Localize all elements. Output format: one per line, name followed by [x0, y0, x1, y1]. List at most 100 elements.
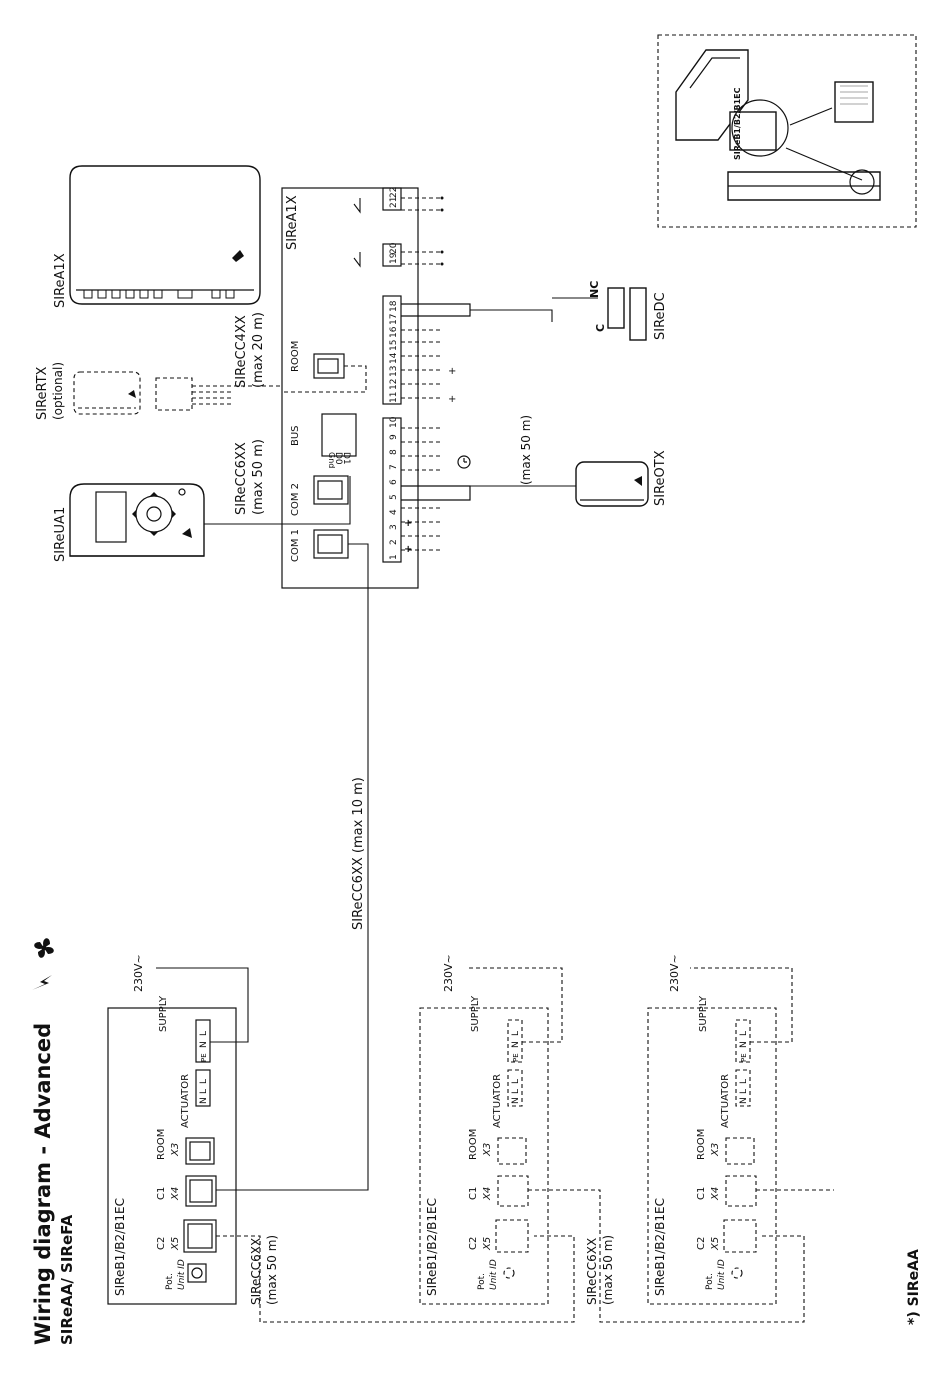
unit-2-cc6-name: SIReCC6XX [585, 1238, 599, 1305]
unit-2-pin-N: N [511, 1041, 521, 1048]
main-cable-label: SIReCC6XX (max 10 m) [351, 777, 366, 930]
bus-port-label: BUS [290, 425, 301, 446]
unit-3-c1: C1 [696, 1187, 707, 1200]
unit-2-pot: Pot. [477, 1273, 487, 1290]
unit-1-unitid: Unit ID [177, 1259, 187, 1290]
unit-1-x5: X5 [170, 1237, 181, 1251]
unit-3-pot: Pot. [705, 1273, 715, 1290]
terminal-19: 19 [389, 252, 399, 264]
unit-1-cc6-len: (max 50 m) [265, 1235, 279, 1305]
terminal-3: 3 [389, 524, 399, 530]
terminal-16: 16 [389, 326, 399, 338]
com1-jack [313, 529, 349, 559]
unit-3-x5: X5 [710, 1237, 721, 1251]
ua1-device: SIReUA1 [53, 483, 205, 562]
svg-text:+: + [404, 518, 412, 529]
unit-1: SIReB1/B2/B1EC SUPPLY L N PE ACTUATOR L … [107, 954, 575, 1323]
unit-1-rotary-icon [191, 1267, 203, 1279]
terminal-12: 12 [389, 379, 399, 390]
unit-2-rotary-icon [503, 1267, 515, 1279]
cc4-len: (max 20 m) [251, 312, 266, 388]
terminal-8: 8 [389, 449, 399, 455]
terminal-strip-lower [382, 417, 402, 563]
unit-3-c2: C2 [696, 1237, 707, 1250]
relay-contacts: + + + + [353, 196, 471, 555]
otx-device: SIReOTX (max 50 m) [401, 415, 668, 507]
lightning-icon [32, 975, 52, 990]
unit-1-supply: SUPPLY [158, 995, 169, 1032]
unit-2-cc6-len: (max 50 m) [601, 1235, 615, 1305]
unit-3-label: SIReB1/B2/B1EC [653, 1198, 667, 1296]
unit-1-room: ROOM [156, 1129, 167, 1160]
terminal-4: 4 [389, 509, 399, 515]
rtx-optional: (optional) [51, 362, 65, 420]
ua1-label: SIReUA1 [53, 507, 68, 562]
terminal-6: 6 [389, 479, 399, 485]
unit-2-x3: X3 [482, 1143, 493, 1157]
unit-2-c2: C2 [468, 1237, 479, 1250]
title-block: Wiring diagram - Advanced SIReAA/ SIReFA [31, 1023, 76, 1345]
bus-pin-d1: D1 [341, 452, 351, 465]
terminal-1: 1 [389, 554, 399, 560]
terminal-9: 9 [389, 434, 399, 440]
otx-cable-len: (max 50 m) [519, 415, 533, 485]
unit-1-pin-PE: PE [200, 1053, 208, 1062]
unit-3: SIReB1/B2/B1EC SUPPLY L N PE ACTUATOR L … [647, 954, 834, 1305]
terminal-2: 2 [389, 539, 399, 545]
terminal-18: 18 [389, 300, 399, 312]
unit-3-pin-N: N [739, 1041, 749, 1048]
terminal-labels: 1 2 3 4 5 6 7 8 9 10 11 12 13 14 15 16 1… [389, 187, 399, 560]
unit-2-actuator: ACTUATOR [492, 1074, 503, 1128]
terminal-strip-upper [382, 187, 402, 405]
a1x-device: SIReA1X [53, 165, 261, 308]
a1x-label: SIReA1X [53, 253, 68, 308]
unit-2-x5: X5 [482, 1237, 493, 1251]
terminal-5: 5 [389, 494, 399, 500]
unit-2-pin-PE: PE [512, 1053, 520, 1062]
otx-label: SIReOTX [653, 450, 668, 506]
svg-text:+: + [448, 366, 456, 377]
unit-2-unitid: Unit ID [489, 1259, 499, 1290]
unit-2: SIReB1/B2/B1EC SUPPLY L N PE ACTUATOR L … [419, 954, 805, 1323]
svg-text:+: + [448, 394, 456, 405]
unit-3-x3: X3 [710, 1143, 721, 1157]
unit-1-act-L2: L [199, 1079, 209, 1084]
unit-1-pin-L: L [199, 1031, 209, 1036]
unit-3-room: ROOM [696, 1129, 707, 1160]
terminal-7: 7 [389, 464, 399, 470]
inset-box: SIReB1/B2/B1EC [657, 34, 917, 228]
unit-1-supply-voltage: 230V~ [132, 954, 145, 992]
cc4-name: SIReCC4XX [234, 315, 249, 388]
terminal-14: 14 [389, 352, 399, 364]
unit-2-label: SIReB1/B2/B1EC [425, 1198, 439, 1296]
unit-3-act-N: N [739, 1097, 749, 1104]
unit-3-x4: X4 [710, 1187, 721, 1201]
terminal-15: 15 [389, 340, 399, 351]
unit-1-act-N: N [199, 1097, 209, 1104]
unit-2-c1: C1 [468, 1187, 479, 1200]
unit-2-act-N: N [511, 1097, 521, 1104]
room-jack [313, 353, 345, 379]
inset-label: SIReB1/B2/B1EC [733, 87, 742, 160]
unit-2-supply: SUPPLY [470, 995, 481, 1032]
unit-2-pin-L: L [511, 1031, 521, 1036]
dc-device: NC C SIReDC [401, 281, 668, 341]
unit-2-x4: X4 [482, 1187, 493, 1201]
unit-3-supply-voltage: 230V~ [668, 954, 681, 992]
com2-jack [313, 475, 349, 505]
com1-port-label: COM 1 [290, 529, 301, 562]
unit-1-x4: X4 [170, 1187, 181, 1201]
unit-1-pot: Pot. [165, 1273, 175, 1290]
terminal-10: 10 [389, 416, 399, 428]
com2-port-label: COM 2 [290, 483, 301, 516]
terminal-22: 22 [389, 187, 399, 198]
unit-1-c2: C2 [156, 1237, 167, 1250]
unit-3-act-L2: L [739, 1079, 749, 1084]
unit-3-rotary-icon [731, 1267, 743, 1279]
diagram-title: Wiring diagram - Advanced [31, 1023, 55, 1345]
terminal-13: 13 [389, 366, 399, 377]
unit-2-supply-voltage: 230V~ [442, 954, 455, 992]
unit-1-pin-N: N [199, 1041, 209, 1048]
terminal-17: 17 [389, 314, 399, 325]
